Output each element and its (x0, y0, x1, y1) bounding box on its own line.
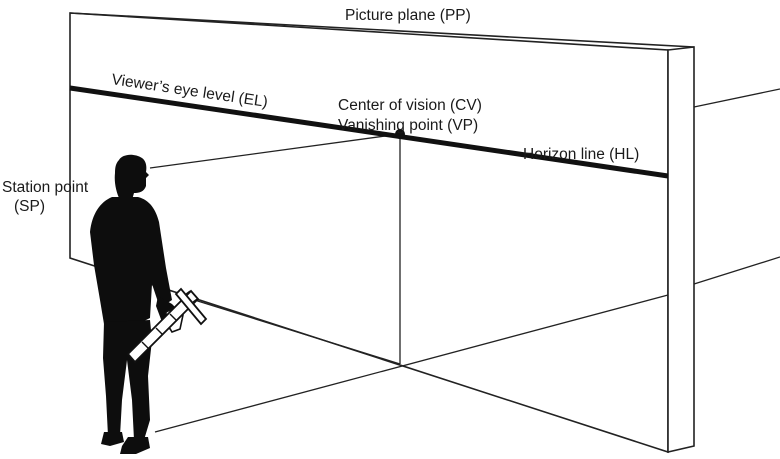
vanishing-point-label: Vanishing point (VP) (338, 117, 478, 134)
station-point-label: Station point (2, 179, 89, 196)
picture-plane-label: Picture plane (PP) (345, 7, 471, 24)
vanishing-point-dot (395, 129, 405, 139)
picture-plane-side-face (667, 46, 695, 454)
center-of-vision-label: Center of vision (CV) (338, 97, 482, 114)
sight-line-beyond-upper (693, 88, 780, 108)
horizon-line-label: Horizon line (HL) (523, 146, 639, 163)
ground-line-near (187, 297, 401, 365)
horizon-line (69, 85, 669, 179)
picture-plane-top-edge (69, 12, 695, 48)
station-point-abbrev-label: (SP) (14, 198, 45, 215)
sight-line-eye (149, 133, 401, 169)
ground-line-foot (154, 294, 669, 433)
ground-line-beyond (693, 256, 780, 285)
held-drawing-tool (126, 287, 208, 364)
